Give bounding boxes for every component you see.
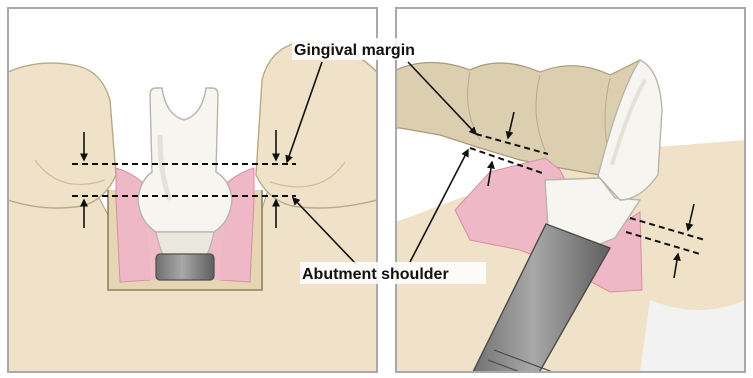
left-neighbour-tooth [8, 63, 116, 208]
abutment-cone [156, 232, 214, 256]
right-panel [396, 8, 745, 378]
left-implant [156, 254, 214, 280]
abutment-shoulder-label: Abutment shoulder [302, 266, 449, 283]
gingival-margin-label: Gingival margin [294, 42, 415, 59]
